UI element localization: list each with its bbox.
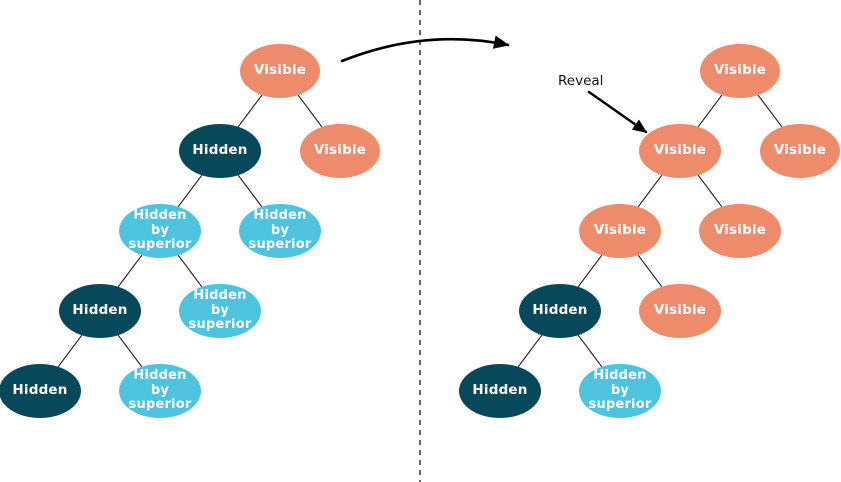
tree-edge xyxy=(57,334,83,368)
tree-node-hidden-by-superior[interactable]: Hidden by superior xyxy=(119,364,201,418)
tree-edge xyxy=(297,94,323,128)
tree-node-hidden[interactable]: Hidden xyxy=(459,364,541,418)
tree-node-label: Hidden xyxy=(192,142,248,159)
tree-node-label: Visible xyxy=(713,62,767,79)
tree-node-label: Visible xyxy=(713,222,767,239)
tree-node-label: Hidden xyxy=(472,382,528,399)
tree-node-hidden[interactable]: Hidden xyxy=(179,124,261,178)
tree-node-hidden[interactable]: Hidden xyxy=(0,364,81,418)
tree-node-label: Hidden by superior xyxy=(248,208,312,253)
tree-node-label: Hidden xyxy=(12,382,68,399)
reveal-pointer-arrow xyxy=(587,90,648,134)
tree-edge xyxy=(637,254,663,288)
tree-edge xyxy=(697,94,723,128)
tree-edge xyxy=(117,334,143,368)
tree-node-label: Hidden by superior xyxy=(588,368,652,413)
tree-node-visible[interactable]: Visible xyxy=(760,124,840,178)
tree-node-hidden-by-superior[interactable]: Hidden by superior xyxy=(179,284,261,338)
tree-edge xyxy=(757,94,783,128)
tree-node-label: Hidden by superior xyxy=(188,288,252,333)
tree-edge xyxy=(577,254,603,288)
tree-node-label: Hidden by superior xyxy=(128,208,192,253)
tree-node-label: Hidden by superior xyxy=(128,368,192,413)
tree-node-hidden-by-superior[interactable]: Hidden by superior xyxy=(119,204,201,258)
tree-node-hidden[interactable]: Hidden xyxy=(59,284,141,338)
tree-edge xyxy=(177,254,203,288)
tree-node-visible[interactable]: Visible xyxy=(639,124,721,178)
tree-edge xyxy=(117,254,143,288)
tree-edge xyxy=(697,174,723,208)
tree-node-label: Hidden xyxy=(532,302,588,319)
tree-node-label: Hidden xyxy=(72,302,128,319)
tree-node-visible[interactable]: Visible xyxy=(699,204,781,258)
tree-node-hidden-by-superior[interactable]: Hidden by superior xyxy=(239,204,321,258)
tree-edge xyxy=(637,174,663,208)
tree-node-label: Visible xyxy=(773,142,827,159)
transition-curved-arrow xyxy=(340,35,510,63)
tree-edge xyxy=(237,94,263,128)
tree-node-label: Visible xyxy=(653,302,707,319)
tree-node-visible[interactable]: Visible xyxy=(300,124,380,178)
tree-edge xyxy=(577,334,603,368)
tree-edge xyxy=(517,334,543,368)
tree-node-label: Visible xyxy=(253,62,307,79)
tree-node-visible[interactable]: Visible xyxy=(700,44,780,98)
tree-node-label: Visible xyxy=(593,222,647,239)
tree-node-label: Visible xyxy=(313,142,367,159)
reveal-annotation-label: Reveal xyxy=(558,73,604,89)
tree-edge xyxy=(177,174,203,208)
tree-edge xyxy=(237,174,263,208)
tree-node-hidden-by-superior[interactable]: Hidden by superior xyxy=(579,364,661,418)
tree-node-visible[interactable]: Visible xyxy=(579,204,661,258)
tree-node-hidden[interactable]: Hidden xyxy=(519,284,601,338)
tree-node-visible[interactable]: Visible xyxy=(639,284,721,338)
tree-node-visible[interactable]: Visible xyxy=(240,44,320,98)
tree-node-label: Visible xyxy=(653,142,707,159)
